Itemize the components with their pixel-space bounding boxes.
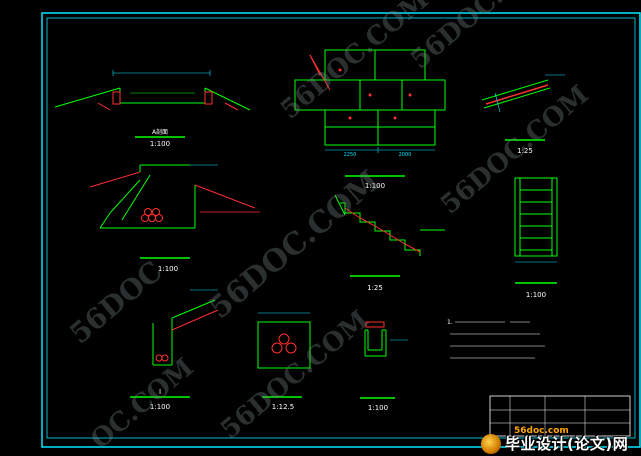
view-a-scale: 1:100 (150, 140, 170, 148)
view-ladder: 1:100 (514, 177, 558, 299)
view-steps-scale: 1:25 (367, 284, 383, 292)
view-i-section: I 1:100 (130, 289, 219, 411)
view-i-title: I (159, 388, 161, 396)
view-b-scale: 1:100 (158, 265, 178, 273)
plan-dim-right: 2000 (399, 152, 412, 158)
watermark: 56DOC.COM (275, 0, 434, 125)
view-a-title: A剖面 (152, 128, 168, 136)
view-detail-top: 1:25 (481, 74, 565, 155)
view-plan: 2250 2000 1:100 (294, 49, 446, 190)
view-detail-scale: 1:25 (517, 147, 533, 155)
inner-frame (46, 17, 636, 439)
view-b-section: 1:100 (89, 164, 260, 273)
view-ditch: 1:100 (360, 321, 408, 412)
view-plan-scale: 1:100 (365, 182, 385, 190)
view-section-small: 1:12.5 (257, 312, 311, 411)
notes-number: 1. (447, 319, 453, 326)
logo-icon (481, 433, 501, 454)
view-ditch-scale: 1:100 (368, 404, 388, 412)
watermark: 56DOC.COM (215, 305, 374, 445)
view-steps: 1:25 (334, 194, 445, 292)
plan-dim-left: 2250 (344, 152, 357, 158)
notes-block: 1. (447, 319, 545, 359)
title-block (489, 395, 631, 437)
footer-logo-text: 毕业设计(论文)网 (505, 435, 629, 453)
view-small-scale: 1:12.5 (272, 403, 294, 411)
watermark: 56DOC.COM (203, 164, 387, 326)
view-i-scale: 1:100 (150, 403, 170, 411)
watermark: OC.COM (85, 353, 199, 456)
outer-frame (41, 12, 641, 448)
view-a-section: A剖面 1:100 (54, 70, 251, 148)
footer-logo[interactable]: 毕业设计(论文)网 (481, 431, 641, 456)
view-ladder-scale: 1:100 (526, 291, 546, 299)
footer-url[interactable]: 56doc.com (514, 426, 569, 436)
